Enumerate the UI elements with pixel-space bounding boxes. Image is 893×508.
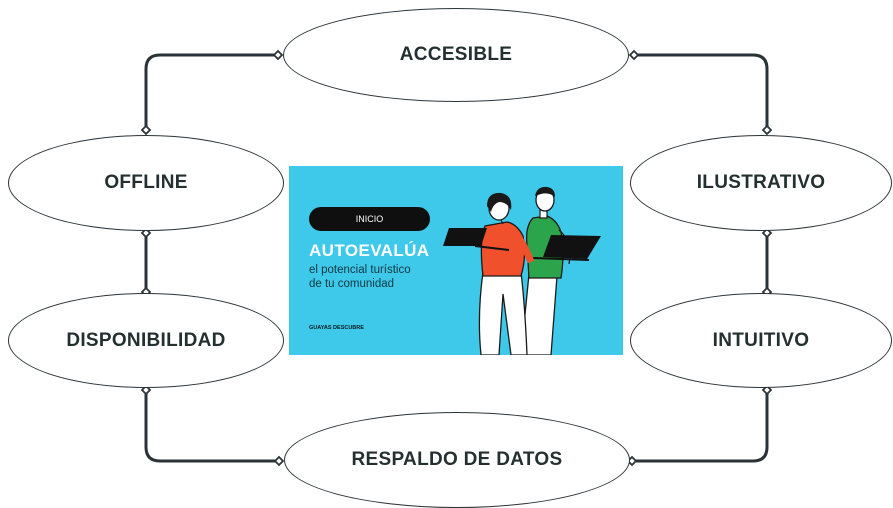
node-offline: OFFLINE (8, 135, 284, 231)
node-ilustrativo: ILUSTRATIVO (630, 135, 892, 231)
diamond-marker (140, 384, 152, 396)
node-respaldo-de-datos: RESPALDO DE DATOS (284, 412, 630, 508)
diamond-marker (140, 124, 152, 136)
diamond-marker (273, 455, 285, 467)
node-label: ACCESIBLE (399, 44, 513, 65)
diamond-marker (140, 227, 152, 239)
inicio-button: INICIO (309, 207, 430, 231)
diamond-marker (272, 49, 284, 61)
panel-subtitle-line2: de tu comunidad (309, 278, 395, 290)
node-label: INTUITIVO (712, 329, 810, 351)
diamond-marker (761, 384, 773, 396)
node-label: DISPONIBILIDAD (66, 329, 226, 351)
node-label: OFFLINE (104, 172, 188, 193)
node-accesible: ACCESIBLE (283, 8, 629, 102)
diamond-marker (761, 227, 773, 239)
connector-top-right (634, 53, 769, 130)
woman-figure (443, 192, 535, 355)
man-figure (520, 186, 601, 355)
inicio-button-label: INICIO (355, 214, 384, 224)
connector-bottom-right (632, 390, 769, 463)
diamond-marker (628, 49, 640, 61)
node-disponibilidad: DISPONIBILIDAD (8, 293, 284, 388)
connector-bottom-left (144, 390, 279, 463)
connector-top-left (144, 53, 278, 130)
node-label: RESPALDO DE DATOS (351, 449, 563, 470)
node-intuitivo: INTUITIVO (630, 293, 892, 388)
node-label: ILUSTRATIVO (696, 172, 826, 193)
people-with-laptops-illustration (443, 186, 601, 355)
diamond-marker (761, 124, 773, 136)
panel-heading: AUTOEVALÚA (309, 241, 430, 260)
panel-subtitle-line1: el potencial turístico (309, 264, 411, 276)
center-app-screenshot: INICIO AUTOEVALÚA el potencial turístico… (289, 166, 623, 355)
brand-label: GUAYAS DESCUBRE (309, 325, 364, 331)
